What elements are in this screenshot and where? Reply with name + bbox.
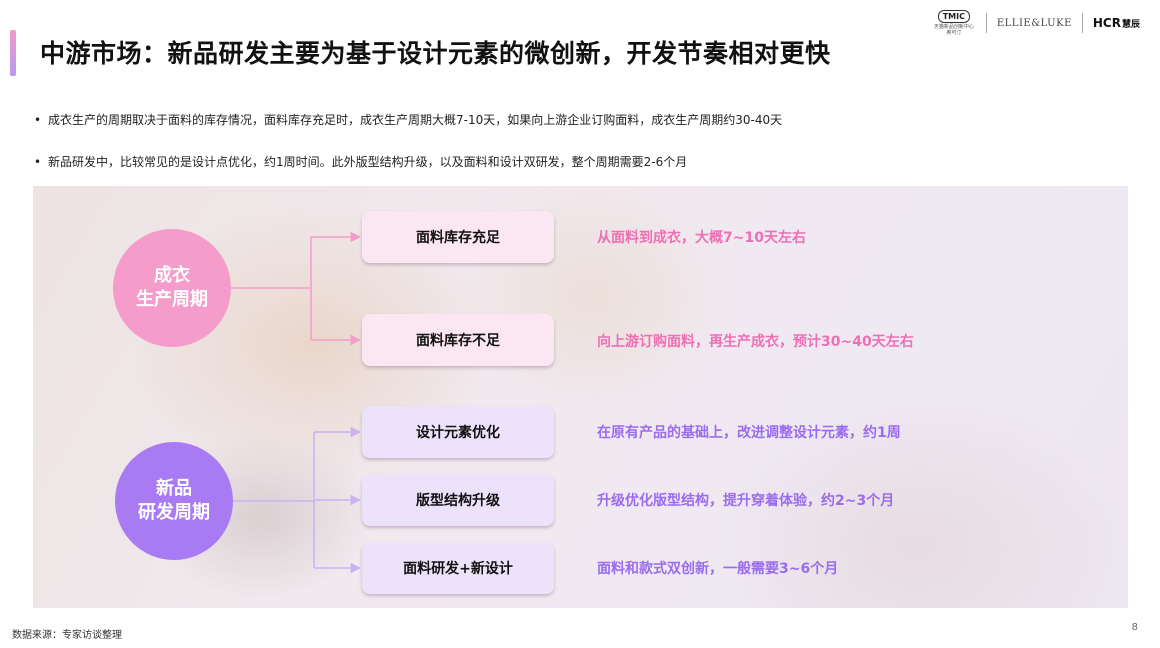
production-cycle-circle: 成衣 生产周期 (113, 229, 231, 347)
tmic-logo: TMIC 天猫新品创新中心 奥可汀 (932, 8, 976, 38)
fabric-design-desc: 面料和款式双创新，一般需要3~6个月 (597, 561, 839, 577)
design-element-box: 设计元素优化 (362, 406, 554, 458)
hcr-logo-text: HCR (1092, 16, 1121, 30)
circle-label-line1: 新品 (156, 478, 192, 499)
circle-label-line2: 生产周期 (136, 289, 208, 310)
fabric-design-box: 面料研发+新设计 (362, 542, 554, 594)
stock-sufficient-box: 面料库存充足 (362, 211, 554, 263)
data-source: 数据来源：专家访谈整理 (12, 630, 122, 641)
pattern-upgrade-desc: 升级优化版型结构，提升穿着体验，约2~3个月 (597, 493, 895, 509)
hcr-logo-cn: 慧辰 (1121, 20, 1140, 30)
brand-logos: TMIC 天猫新品创新中心 奥可汀 ELLIE&LUKE HCR慧辰 (932, 8, 1140, 38)
tmic-logo-subtitle: 天猫新品创新中心 奥可汀 (933, 24, 974, 36)
bullet-point-2: • 新品研发中，比较常见的是设计点优化，约1周时间。此外版型结构升级，以及面料和设… (34, 153, 687, 170)
page-number: 8 (1131, 622, 1138, 633)
page-title: 中游市场：新品研发主要为基于设计元素的微创新，开发节奏相对更快 (40, 39, 831, 68)
pattern-upgrade-box: 版型结构升级 (362, 474, 554, 526)
bullet-text: 新品研发中，比较常见的是设计点优化，约1周时间。此外版型结构升级，以及面料和设计… (48, 155, 688, 169)
logo-divider (985, 13, 987, 33)
bullet-text: 成衣生产的周期取决于面料的库存情况，面料库存充足时，成衣生产周期大概7-10天，… (48, 113, 783, 127)
bullet-dot-icon: • (34, 155, 42, 169)
circle-label-line2: 研发周期 (138, 502, 210, 523)
stock-insufficient-desc: 向上游订购面料，再生产成衣，预计30~40天左右 (597, 334, 914, 350)
stock-sufficient-desc: 从面料到成衣，大概7~10天左右 (597, 230, 806, 246)
development-cycle-circle: 新品 研发周期 (115, 442, 233, 560)
logo-divider (1081, 13, 1083, 33)
stock-insufficient-box: 面料库存不足 (362, 314, 554, 366)
hcr-logo: HCR慧辰 (1093, 16, 1140, 30)
title-accent-bar (10, 30, 16, 76)
bullet-point-1: • 成衣生产的周期取决于面料的库存情况，面料库存充足时，成衣生产周期大概7-10天… (34, 111, 782, 128)
ellie-luke-logo: ELLIE&LUKE (996, 17, 1072, 29)
bullet-dot-icon: • (34, 113, 42, 127)
circle-label-line1: 成衣 (154, 265, 190, 286)
design-element-desc: 在原有产品的基础上，改进调整设计元素，约1周 (597, 425, 901, 441)
tmic-logo-badge: TMIC (937, 10, 970, 23)
